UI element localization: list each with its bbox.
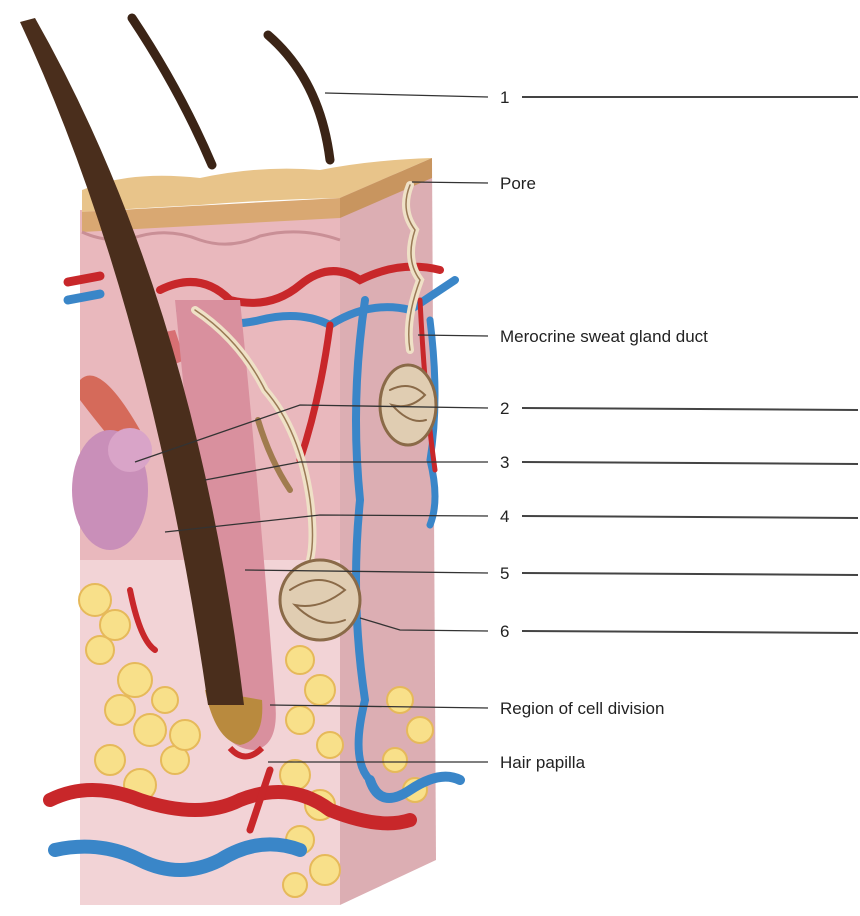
label-merocrine-sweat-gland-duct: Merocrine sweat gland duct	[500, 327, 708, 346]
number-label-5: 5	[500, 564, 509, 583]
label-region-of-cell-division: Region of cell division	[500, 699, 664, 718]
hair-shaft-3	[268, 35, 330, 160]
blank-2	[522, 408, 858, 410]
labels: 1 Pore Merocrine sweat gland duct 2 3 4 …	[500, 88, 708, 772]
vein-left-upper	[68, 294, 100, 300]
blank-5	[522, 573, 858, 575]
number-label-4: 4	[500, 507, 509, 526]
label-hair-papilla: Hair papilla	[500, 753, 586, 772]
answer-blanks	[522, 97, 858, 633]
artery-left-upper	[68, 276, 100, 282]
number-label-6: 6	[500, 622, 509, 641]
blank-4	[522, 516, 858, 518]
number-label-2: 2	[500, 399, 509, 418]
label-pore: Pore	[500, 174, 536, 193]
apocrine-coil	[280, 560, 360, 640]
number-label-3: 3	[500, 453, 509, 472]
sebaceous-lobe	[108, 428, 152, 472]
blank-6	[522, 631, 858, 633]
blank-3	[522, 462, 858, 464]
number-label-1: 1	[500, 88, 509, 107]
hair-shaft-2	[132, 18, 212, 165]
